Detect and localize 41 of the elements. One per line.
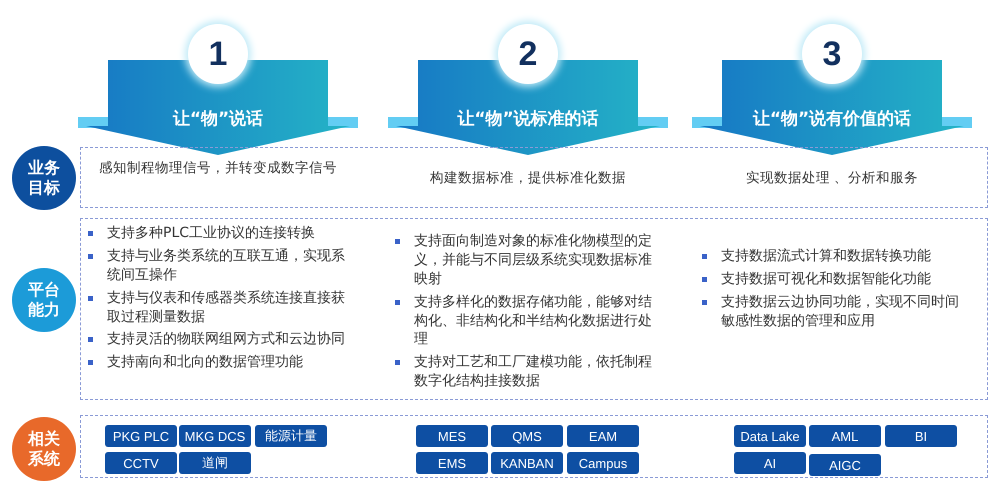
system-tag: AML [809, 425, 881, 447]
bullet-text: 支持面向制造对象的标准化物模型的定义，并能与不同层级系统实现数据标准映射 [414, 232, 653, 289]
step-number-circle: 1 [188, 24, 248, 84]
system-tag: PKG PLC [105, 425, 177, 447]
system-tag: Campus [567, 452, 639, 474]
bullet-text: 支持数据流式计算和数据转换功能 [721, 247, 931, 266]
goal-text: 实现数据处理 、分析和服务 [744, 170, 920, 188]
system-tag: 道闸 [179, 452, 251, 474]
system-tag: MKG DCS [179, 425, 251, 447]
banner-title: 让“物”说标准的话 [456, 108, 600, 130]
bullet-text: 支持与业务类系统的互联互通，实现系统间互操作 [107, 246, 346, 285]
section-badge: 业务目标 [12, 146, 76, 210]
system-tag: QMS [491, 425, 563, 447]
dashed-band [80, 415, 988, 478]
step-number-circle: 2 [498, 24, 558, 84]
dashed-band [80, 147, 988, 208]
bullet-text: 支持数据云边协同功能，实现不同时间敏感性数据的管理和应用 [721, 292, 960, 331]
system-tag: CCTV [105, 452, 177, 474]
bullet-text: 支持数据可视化和数据智能化功能 [721, 270, 931, 289]
section-badge: 相关系统 [12, 417, 76, 481]
system-tag: EMS [416, 452, 488, 474]
system-tag: KANBAN [491, 452, 563, 474]
bullet-text: 支持南向和北向的数据管理功能 [107, 353, 303, 372]
system-tag: AIGC [809, 454, 881, 476]
section-badge: 平台能力 [12, 268, 76, 332]
goal-text: 感知制程物理信号，并转变成数字信号 [98, 160, 338, 178]
bullet-text: 支持多种PLC工业协议的连接转换 [107, 224, 316, 243]
bullet-text: 支持多样化的数据存储功能，能够对结构化、非结构化和半结构化数据进行处理 [414, 292, 653, 350]
bullet-text: 支持与仪表和传感器类系统连接直接获取过程测量数据 [107, 288, 346, 326]
system-tag: MES [416, 425, 488, 447]
bullet-text: 支持对工艺和工厂建模功能，依托制程数字化结构挂接数据 [414, 353, 653, 392]
goal-text: 构建数据标准，提供标准化数据 [429, 170, 627, 188]
banner-title: 让“物”说有价值的话 [752, 108, 912, 130]
step-number-circle: 3 [802, 24, 862, 84]
system-tag: 能源计量 [255, 425, 327, 447]
system-tag: AI [734, 452, 806, 474]
banner-title: 让“物”说话 [172, 108, 264, 130]
system-tag: Data Lake [734, 425, 806, 447]
system-tag: BI [885, 425, 957, 447]
bullet-text: 支持灵活的物联网组网方式和云边协同 [107, 330, 345, 350]
system-tag: EAM [567, 425, 639, 447]
